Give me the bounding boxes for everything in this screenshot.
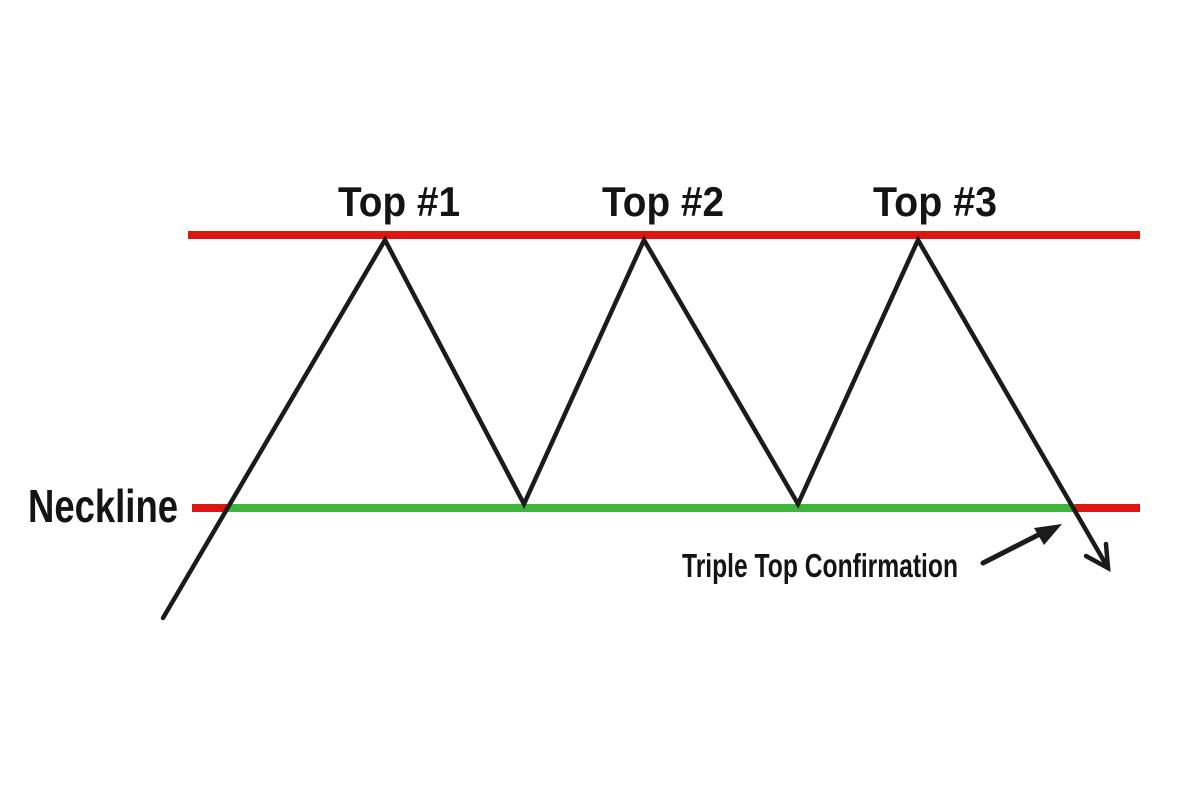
confirmation-arrowhead-icon xyxy=(1034,524,1062,545)
top1-label: Top #1 xyxy=(338,178,460,225)
top2-label: Top #2 xyxy=(602,178,724,225)
neckline-label: Neckline xyxy=(28,480,178,532)
confirmation-arrow-shaft xyxy=(980,530,1045,566)
breakdown-arrowhead-icon xyxy=(1083,541,1111,572)
top3-label: Top #3 xyxy=(873,178,997,225)
confirmation-label: Triple Top Confirmation xyxy=(682,547,958,584)
price-zigzag-line xyxy=(160,235,1111,621)
